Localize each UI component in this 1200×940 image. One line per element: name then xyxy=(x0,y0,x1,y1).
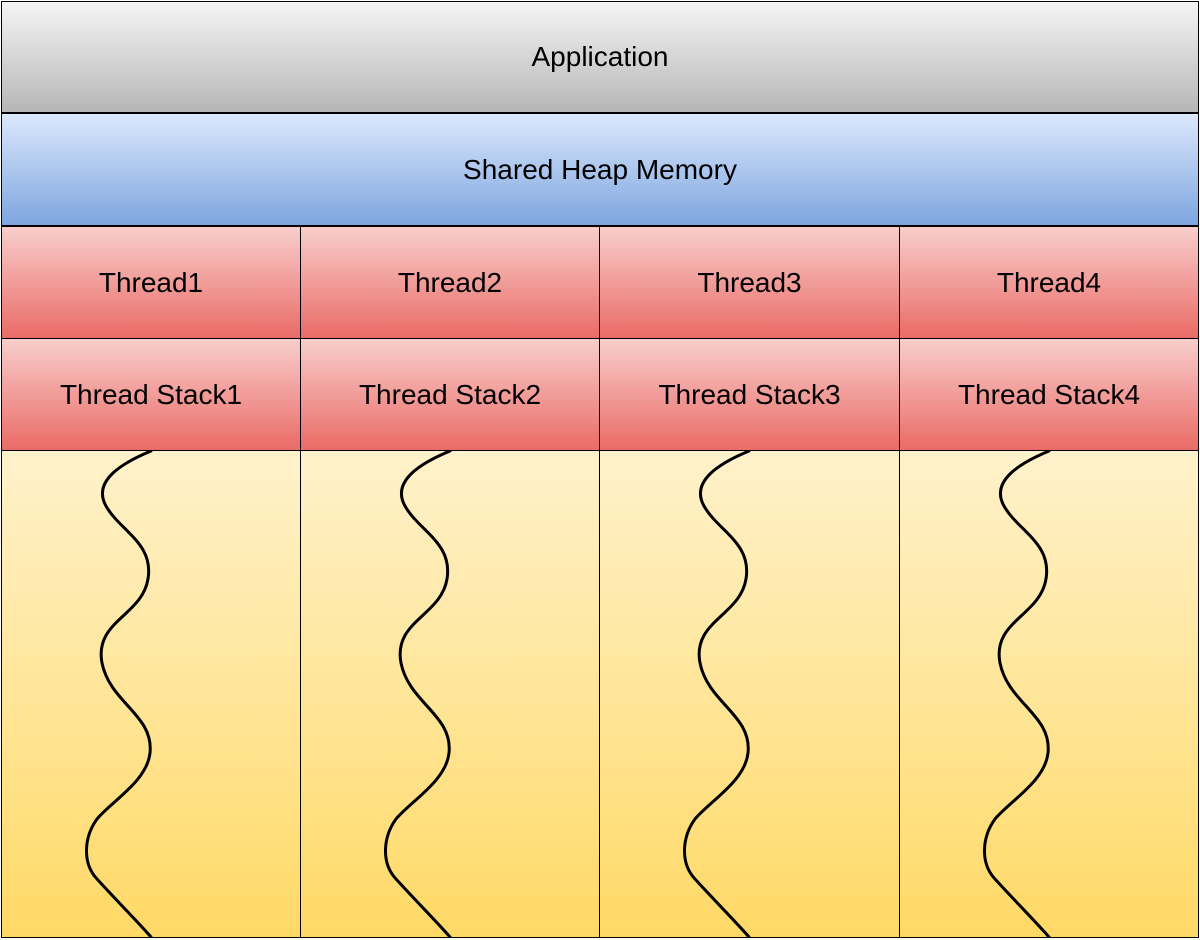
thread-stack-box-2: Thread Stack2 xyxy=(300,338,600,451)
wavy-thread-line-icon xyxy=(983,451,1051,937)
wavy-thread-line-icon xyxy=(85,451,153,937)
thread-box-3: Thread3 xyxy=(599,226,900,339)
thread-execution-area-3 xyxy=(599,450,900,938)
wavy-thread-line-icon xyxy=(384,451,452,937)
thread-stack-label: Thread Stack1 xyxy=(59,378,243,410)
thread-execution-area-1 xyxy=(1,450,301,938)
heap-label: Shared Heap Memory xyxy=(463,153,737,185)
thread-label: Thread4 xyxy=(996,266,1102,298)
application-label: Application xyxy=(531,41,669,72)
thread-stack-label: Thread Stack2 xyxy=(358,378,542,410)
thread-box-1: Thread1 xyxy=(1,226,301,339)
thread-stack-label: Thread Stack4 xyxy=(957,378,1141,410)
thread-box-2: Thread2 xyxy=(300,226,600,339)
thread-box-4: Thread4 xyxy=(899,226,1199,339)
thread-execution-area-2 xyxy=(300,450,600,938)
thread-execution-area-4 xyxy=(899,450,1199,938)
shared-heap-layer: Shared Heap Memory xyxy=(1,113,1199,226)
application-layer: Application xyxy=(1,1,1199,113)
thread-label: Thread1 xyxy=(98,266,204,298)
thread-stack-box-3: Thread Stack3 xyxy=(599,338,900,451)
thread-stack-label: Thread Stack3 xyxy=(658,378,841,410)
thread-label: Thread2 xyxy=(397,266,503,298)
wavy-thread-line-icon xyxy=(683,451,751,937)
thread-stack-box-1: Thread Stack1 xyxy=(1,338,301,451)
thread-stack-box-4: Thread Stack4 xyxy=(899,338,1199,451)
thread-label: Thread3 xyxy=(697,266,802,298)
